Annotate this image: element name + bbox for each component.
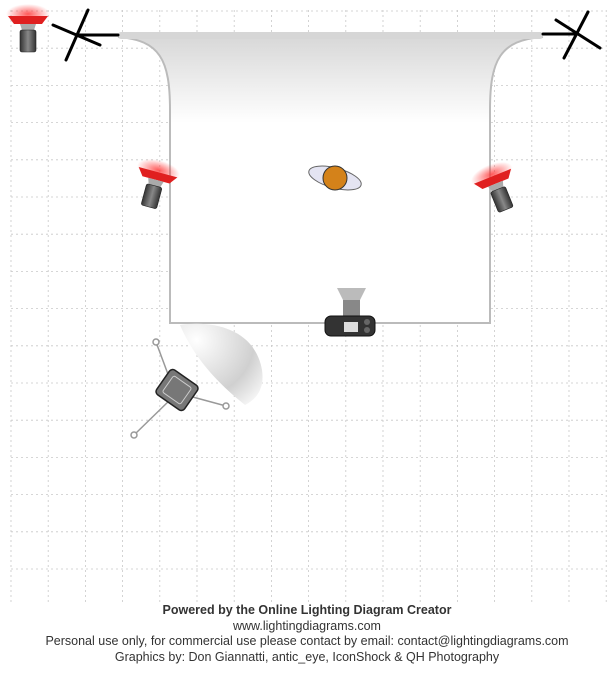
license-text: Personal use only, for commercial use pl…	[45, 634, 569, 648]
lighting-diagram-canvas	[5, 3, 607, 603]
strobe-light-hair[interactable]	[5, 3, 51, 53]
umbrella-light-key[interactable]	[130, 323, 263, 439]
subject-person[interactable]	[306, 161, 363, 194]
background-stand-left[interactable]	[51, 8, 120, 62]
background-stand-right[interactable]	[541, 10, 602, 60]
website-link[interactable]: www.lightingdiagrams.com	[233, 618, 381, 633]
powered-by-text: Powered by the Online Lighting Diagram C…	[162, 603, 452, 617]
graphics-credits: Graphics by: Don Giannatti, antic_eye, I…	[114, 649, 500, 664]
credits-footer: Powered by the Online Lighting Diagram C…	[0, 603, 614, 665]
camera[interactable]	[324, 288, 376, 337]
